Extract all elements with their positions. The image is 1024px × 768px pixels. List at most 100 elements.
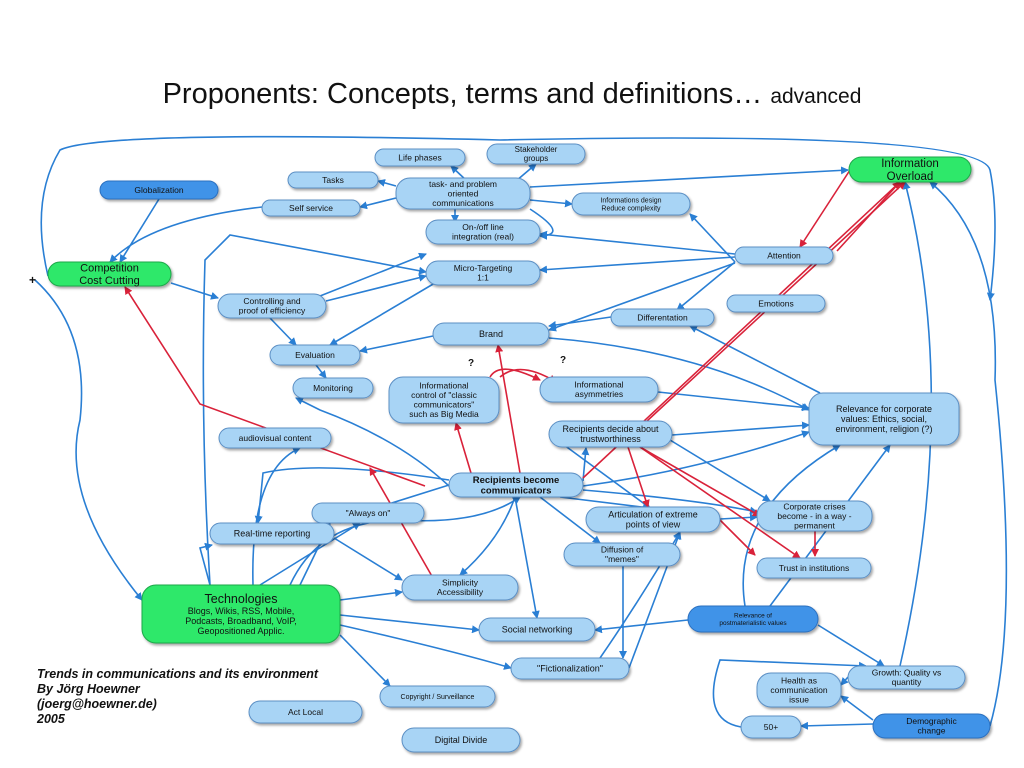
credit-line-1: Trends in communications and its environ… — [37, 667, 319, 681]
node-shape — [571, 192, 691, 216]
node-attention: Attention — [734, 246, 834, 265]
node-label-line: 50+ — [764, 722, 778, 732]
node-label-line: Globalization — [134, 185, 183, 195]
node-label-line: Micro-Targeting — [454, 263, 513, 273]
node-life-phases: Life phases — [374, 148, 466, 167]
node-label-line: Brand — [479, 329, 503, 339]
node-label-line: Overload — [887, 171, 934, 183]
node-label-line: Trust in institutions — [779, 563, 850, 573]
node-label-line: values: Ethics, social, — [841, 414, 927, 424]
node-label-line: 1:1 — [477, 273, 489, 283]
node-label-line: Geopositioned Applic. — [197, 626, 284, 636]
blue-arrow-43 — [339, 588, 403, 601]
node-label-line: Tasks — [322, 175, 344, 185]
node-shape — [726, 294, 826, 313]
node-shape — [311, 502, 425, 524]
node-tasks: Tasks — [287, 171, 379, 189]
blue-arrow-3 — [359, 197, 397, 210]
node-shape — [539, 376, 659, 403]
node-shape — [287, 171, 379, 189]
red-arrow-77 — [627, 446, 650, 508]
node-audiovisual: audiovisual content — [218, 427, 332, 449]
node-shape — [388, 376, 500, 424]
node-label-line: "Fictionalization" — [537, 664, 603, 674]
node-fictionalization: "Fictionalization" — [510, 657, 630, 680]
node-label-line: integration (real) — [452, 232, 514, 242]
blue-arrow-38 — [459, 496, 516, 576]
node-label-line: trustworthiness — [580, 434, 641, 444]
blue-arrow-19 — [269, 317, 297, 346]
blue-arrow-44 — [339, 614, 480, 634]
node-label-line: postmaterialistic values — [719, 620, 787, 627]
node-shape — [756, 557, 872, 579]
node-label-line: On-/off line — [462, 222, 504, 232]
node-social-networking: Social networking — [478, 617, 596, 642]
node-label-line: Articulation of extreme — [608, 509, 698, 519]
node-shape — [141, 584, 341, 644]
blue-arrow-25 — [657, 391, 810, 412]
node-real-time: Real-time reporting — [209, 522, 335, 545]
node-label-line: oriented — [448, 188, 479, 198]
blue-arrow-10 — [539, 230, 736, 255]
node-shape — [734, 246, 834, 265]
node-label-line: Differentation — [637, 312, 688, 322]
node-shape — [401, 574, 519, 601]
node-shape — [448, 472, 584, 498]
node-label-line: Self service — [289, 203, 333, 213]
blue-arrow-16 — [319, 252, 427, 297]
node-label-line: Informational — [574, 380, 623, 390]
node-shape — [425, 219, 541, 245]
node-shape — [510, 657, 630, 680]
blue-arrow-55 — [817, 624, 885, 667]
blue-arrow-4 — [529, 166, 849, 188]
node-shape — [872, 713, 991, 739]
question-mark-1: ? — [560, 355, 566, 366]
node-shape — [478, 617, 596, 642]
blue-arrow-5 — [529, 199, 573, 208]
blue-arrow-33 — [719, 513, 758, 522]
node-label-line: Health as — [781, 675, 817, 685]
node-shape — [548, 420, 673, 448]
node-shape — [248, 700, 363, 724]
node-self-service: Self service — [261, 199, 361, 217]
blue-arrow-31 — [539, 496, 601, 544]
node-label-line: Relevance for corporate — [836, 404, 932, 414]
blue-arrow-37 — [514, 496, 540, 619]
node-label-line: groups — [524, 154, 548, 163]
node-copyright: Copyright / Surveillance — [379, 685, 496, 708]
node-shape — [848, 156, 972, 183]
node-label-line: change — [918, 726, 946, 736]
node-label-line: such as Big Media — [409, 409, 479, 419]
node-label-line: "Always on" — [346, 508, 391, 518]
node-shape — [740, 715, 802, 739]
node-label-line: Reduce complexity — [601, 205, 661, 212]
node-shape — [99, 180, 219, 200]
node-shape — [847, 665, 966, 690]
red-arrow-71 — [454, 422, 472, 474]
node-shape — [610, 308, 715, 327]
node-label-line: Social networking — [502, 625, 573, 635]
node-label-line: Corporate crises — [783, 501, 845, 511]
node-shape — [687, 605, 819, 633]
node-shape — [808, 392, 960, 446]
blue-arrow-28 — [582, 430, 810, 487]
red-arrow-79 — [639, 446, 801, 559]
node-shape — [269, 344, 361, 366]
credit-line-4: 2005 — [37, 712, 65, 726]
node-shape — [292, 377, 374, 399]
node-shape — [756, 672, 842, 708]
